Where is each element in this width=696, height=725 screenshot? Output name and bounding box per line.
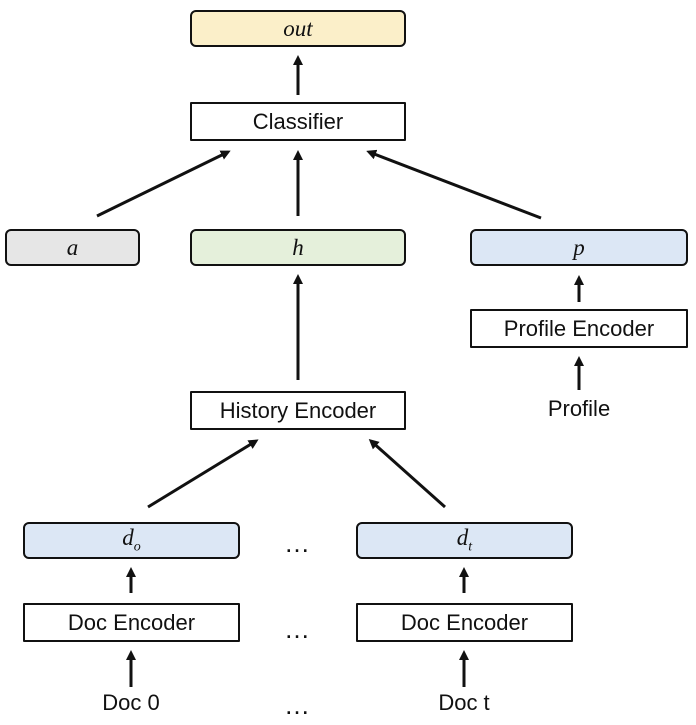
doc-encoder-node-t: Doc Encoder (356, 603, 573, 642)
arrow-a-to-classifier (96, 150, 231, 218)
doc-0-input-label: Doc 0 (102, 690, 160, 715)
doc-t-input-label: Doc t (438, 690, 490, 715)
arrow-d-t-to-history-encoder (368, 439, 446, 509)
out-node: out (190, 10, 406, 47)
d-o-base: d (122, 525, 134, 551)
profile-input-label: Profile (547, 396, 611, 421)
h-node: h (190, 229, 406, 266)
history-encoder-node: History Encoder (190, 391, 406, 430)
a-label: a (66, 234, 79, 260)
classifier-label: Classifier (252, 108, 344, 134)
d-t-label: dt (457, 525, 472, 556)
ellipsis-row-d: … (284, 528, 312, 558)
p-label: p (573, 234, 585, 260)
doc-encoder-label-t: Doc Encoder (400, 609, 529, 635)
arrow-d-o-to-history-encoder (147, 439, 259, 509)
classifier-node: Classifier (190, 102, 406, 141)
doc-encoder-node-0: Doc Encoder (23, 603, 240, 642)
history-encoder-label: History Encoder (219, 397, 377, 423)
profile-encoder-node: Profile Encoder (470, 309, 688, 348)
arrow-p-to-classifier (366, 149, 542, 220)
ellipsis-row-encoder: … (284, 614, 312, 644)
d-t-subscript: t (468, 539, 473, 555)
profile-encoder-label: Profile Encoder (503, 315, 655, 341)
d-t-base: d (456, 525, 469, 551)
d-o-node: do (23, 522, 240, 559)
p-node: p (470, 229, 688, 266)
out-label: out (283, 15, 313, 41)
ellipsis-row-doc: … (284, 690, 312, 720)
d-o-subscript: o (133, 539, 141, 555)
doc-encoder-label-0: Doc Encoder (67, 609, 196, 635)
d-o-label: do (122, 525, 141, 556)
d-t-node: dt (356, 522, 573, 559)
a-node: a (5, 229, 140, 266)
h-label: h (292, 234, 304, 260)
